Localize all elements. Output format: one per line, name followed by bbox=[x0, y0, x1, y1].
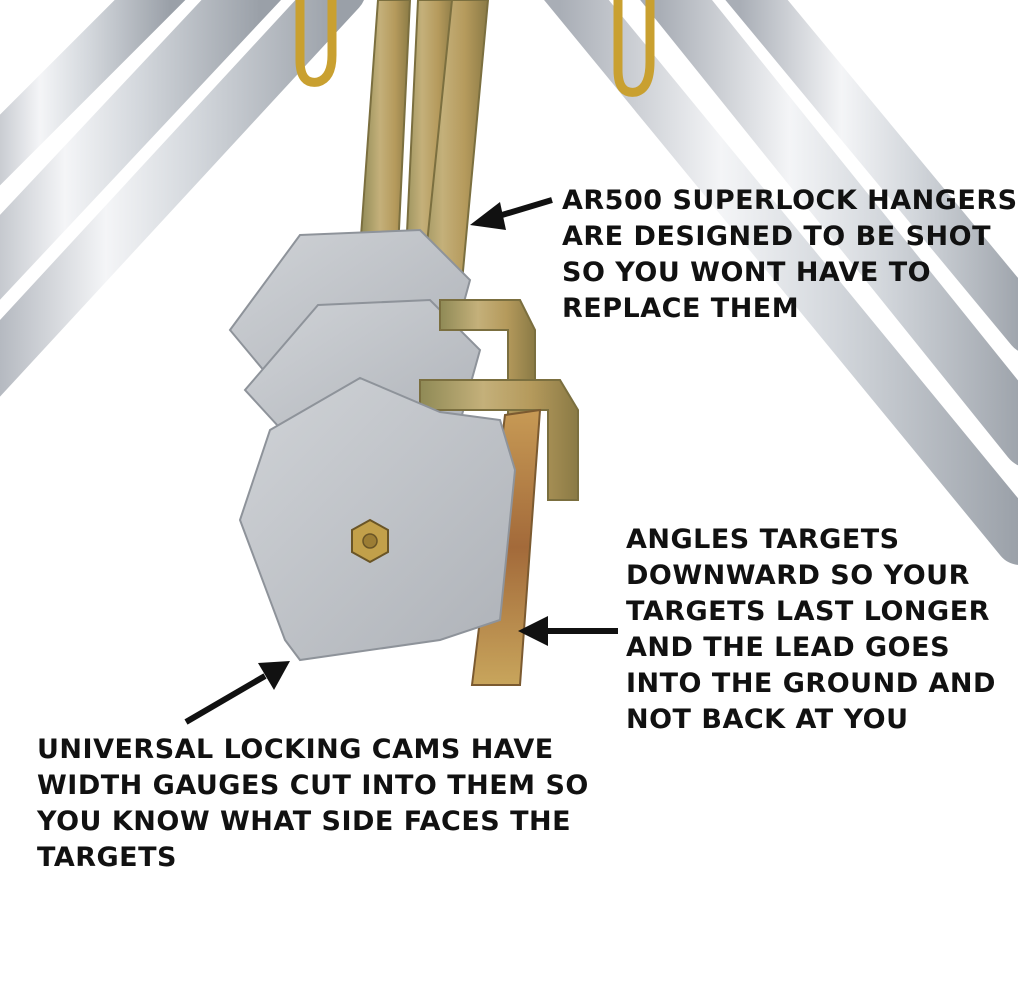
callout-line: ANGLES TARGETS bbox=[626, 524, 900, 555]
callout-angled-targets: ANGLES TARGETS DOWNWARD SO YOUR TARGETS … bbox=[626, 522, 996, 738]
arrow-hangers-icon bbox=[470, 197, 553, 230]
callout-line: YOU KNOW WHAT SIDE FACES THE bbox=[37, 806, 572, 837]
left-frame-tubes bbox=[0, 0, 364, 397]
gold-hooks bbox=[295, 0, 655, 97]
callout-line: TARGETS LAST LONGER bbox=[626, 596, 990, 627]
front-target-plate bbox=[238, 376, 517, 662]
callout-line: DOWNWARD SO YOUR bbox=[626, 560, 970, 591]
callout-line: SO YOU WONT HAVE TO bbox=[562, 257, 932, 288]
callout-line: WIDTH GAUGES CUT INTO THEM SO bbox=[37, 770, 589, 801]
hex-bolt-icon bbox=[351, 518, 389, 564]
callout-line: UNIVERSAL LOCKING CAMS HAVE bbox=[37, 734, 554, 765]
callout-line: INTO THE GROUND AND bbox=[626, 668, 996, 699]
callout-locking-cams: UNIVERSAL LOCKING CAMS HAVE WIDTH GAUGES… bbox=[37, 732, 589, 876]
right-frame-tubes bbox=[544, 0, 1018, 565]
callout-line: NOT BACK AT YOU bbox=[626, 704, 909, 735]
callout-line: TARGETS bbox=[37, 842, 177, 873]
callout-line: REPLACE THEM bbox=[562, 293, 800, 324]
callout-line: ARE DESIGNED TO BE SHOT bbox=[562, 221, 991, 252]
callout-superlock-hangers: AR500 SUPERLOCK HANGERS ARE DESIGNED TO … bbox=[562, 183, 1018, 327]
arrow-cams-icon bbox=[184, 661, 290, 725]
callout-line: AR500 SUPERLOCK HANGERS bbox=[562, 185, 1018, 216]
arrow-angle-icon bbox=[518, 616, 618, 646]
callout-line: AND THE LEAD GOES bbox=[626, 632, 951, 663]
